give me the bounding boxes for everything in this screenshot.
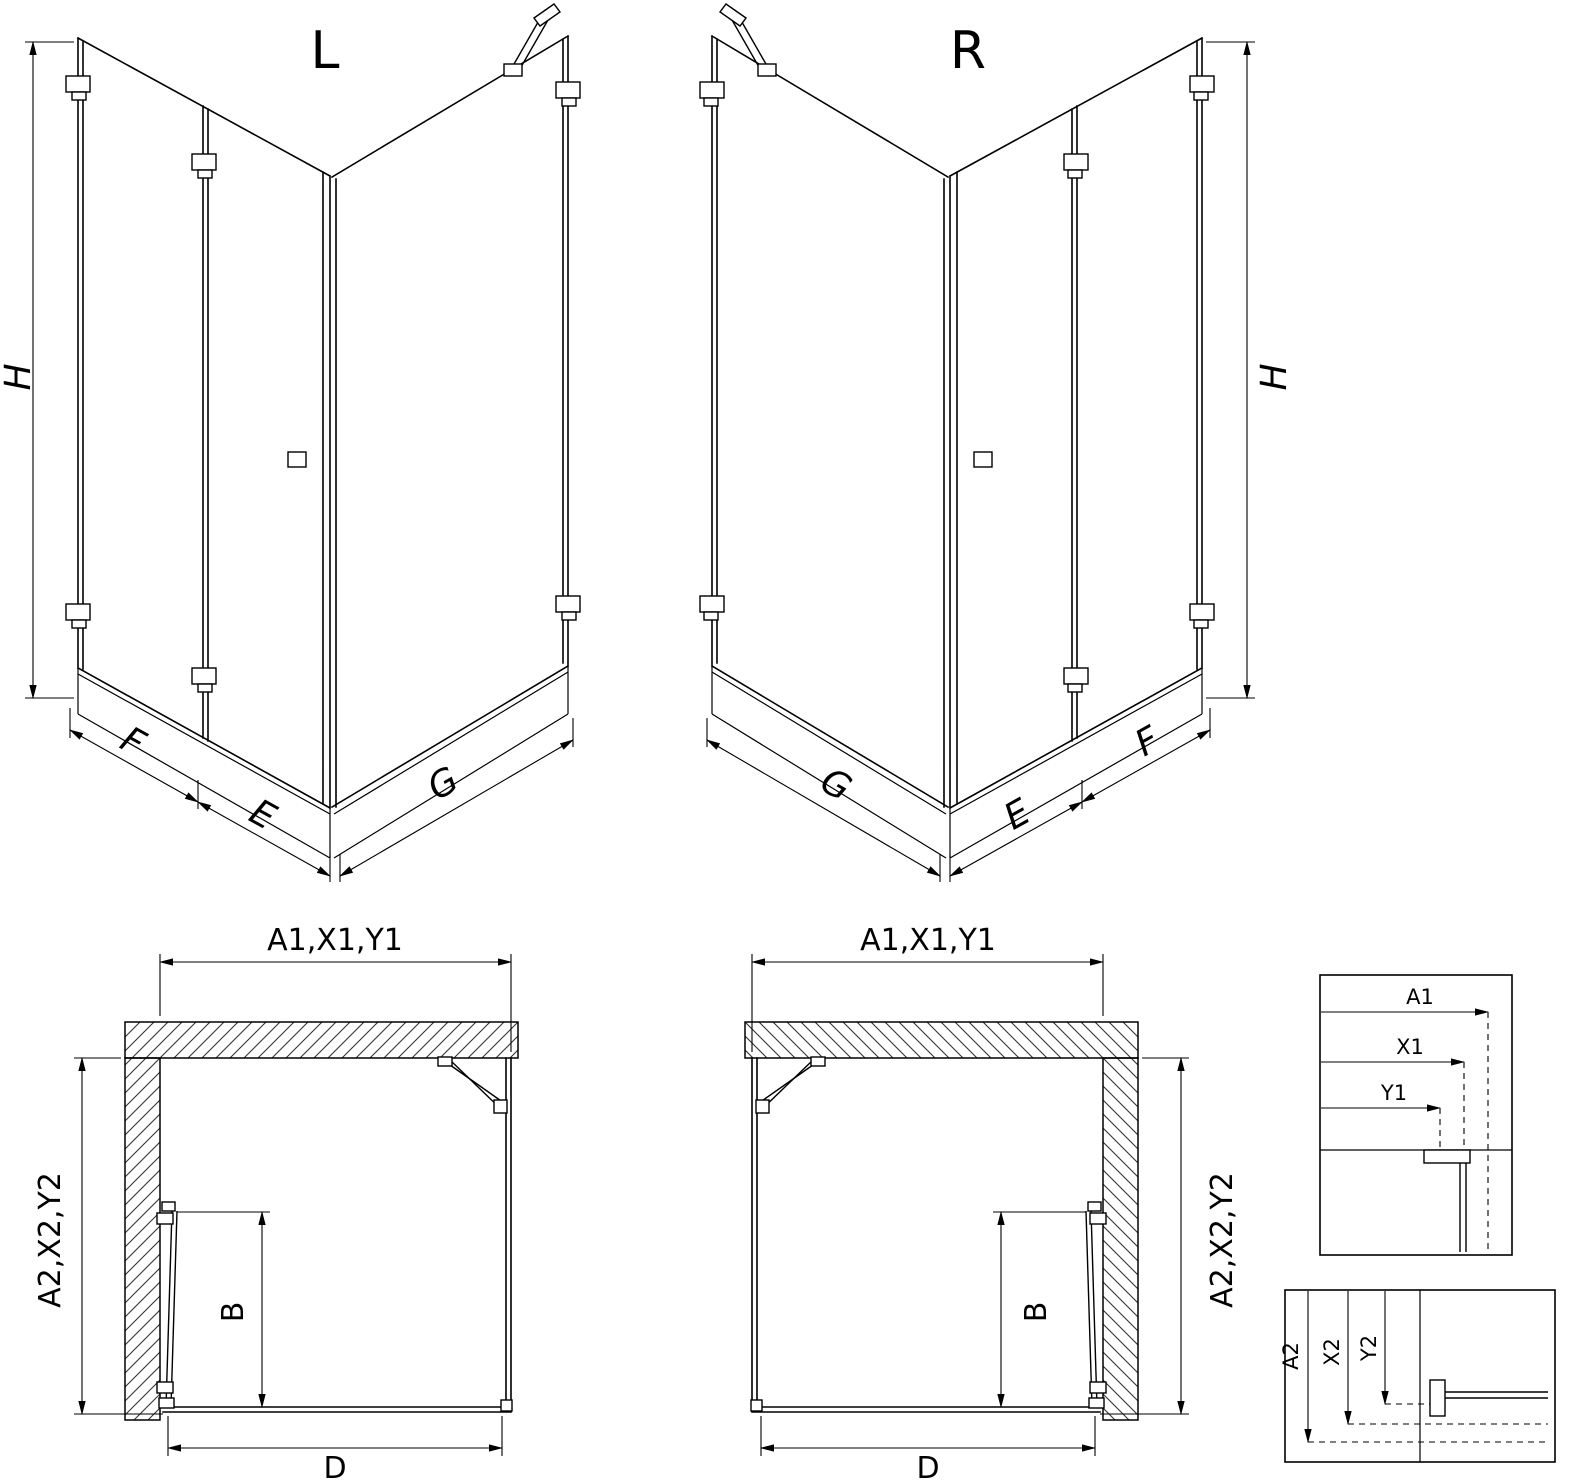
plan-right-door-dim: B bbox=[1019, 1302, 1054, 1323]
dim-g-left: G bbox=[421, 759, 466, 808]
variant-label-left: L bbox=[311, 21, 340, 81]
detail-box-depth: A2 X2 Y2 bbox=[1279, 1289, 1556, 1463]
detail-y2-label: Y2 bbox=[1357, 1335, 1381, 1362]
iso-view-left bbox=[25, 4, 580, 882]
plan-left-side-dim: A2,X2,Y2 bbox=[33, 1172, 68, 1308]
plan-left-top-dim: A1,X1,Y1 bbox=[267, 923, 403, 958]
plan-left-door-dim: B bbox=[216, 1302, 251, 1323]
plan-right-top-dim: A1,X1,Y1 bbox=[860, 923, 996, 958]
detail-a2-label: A2 bbox=[1279, 1342, 1303, 1370]
detail-x2-label: X2 bbox=[1320, 1338, 1344, 1366]
dim-height-right: H bbox=[1254, 363, 1295, 390]
dim-e-left: E bbox=[243, 791, 283, 838]
detail-box-width: A1 X1 Y1 bbox=[1319, 974, 1513, 1256]
detail-y1-label: Y1 bbox=[1380, 1081, 1407, 1105]
detail-a1-label: A1 bbox=[1406, 985, 1434, 1009]
variant-label-right: R bbox=[950, 21, 986, 81]
dim-height-left: H bbox=[0, 363, 39, 390]
profile-section-depth bbox=[1429, 1379, 1548, 1417]
dim-e-right: E bbox=[998, 791, 1038, 838]
plan-view-left bbox=[74, 954, 518, 1456]
dim-f-left: F bbox=[114, 719, 153, 766]
dim-g-right: G bbox=[813, 760, 858, 809]
iso-view-right bbox=[700, 4, 1255, 882]
dim-f-right: F bbox=[1128, 718, 1167, 765]
profile-section-width bbox=[1423, 1149, 1471, 1252]
plan-left-opening-dim: D bbox=[323, 1451, 346, 1484]
detail-x1-label: X1 bbox=[1396, 1035, 1424, 1059]
plan-view-right bbox=[745, 954, 1189, 1456]
plan-right-opening-dim: D bbox=[916, 1451, 939, 1484]
plan-right-side-dim: A2,X2,Y2 bbox=[1205, 1172, 1240, 1308]
